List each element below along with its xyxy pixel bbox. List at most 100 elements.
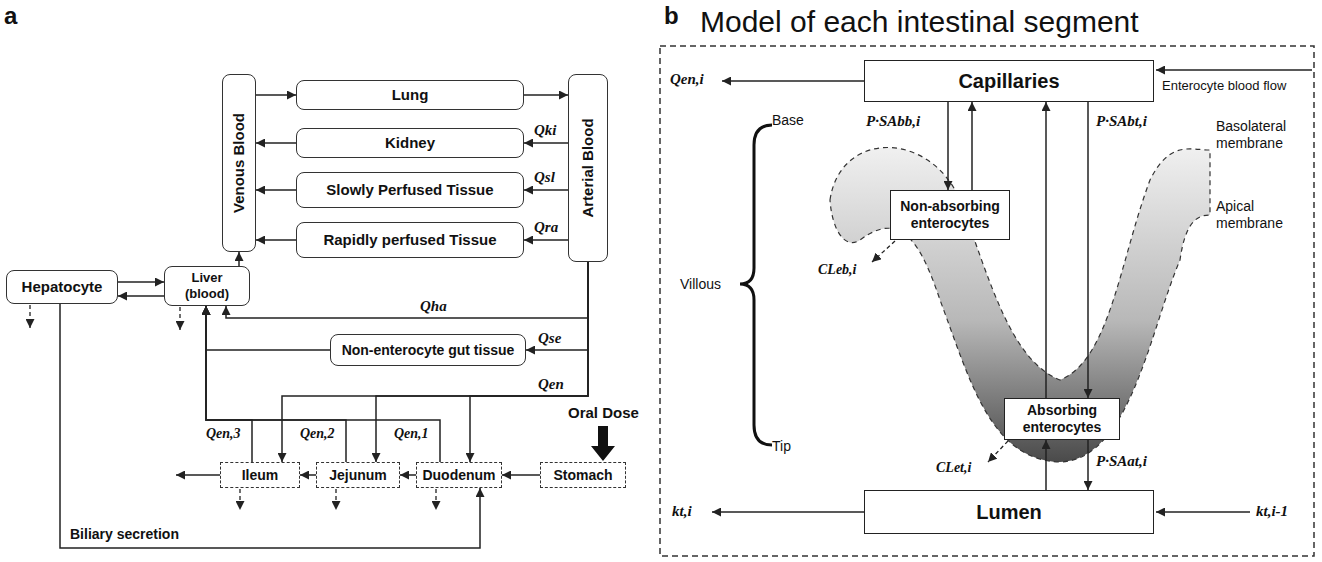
transit-label: kt,i-1 [1256, 502, 1288, 520]
flow-arrow [524, 239, 568, 241]
node-label: Hepatocyte [22, 278, 103, 296]
flow-arrow [524, 189, 568, 191]
organ-box: Lung [296, 80, 524, 110]
compartment-box: Lumen [864, 490, 1154, 534]
flow-arrow [256, 94, 296, 96]
flow-arrow [118, 295, 164, 297]
flow-arrow [300, 474, 316, 476]
elimination-arrow [29, 305, 30, 328]
flow-arrow [206, 306, 252, 462]
gut-segment: Stomach [540, 462, 626, 488]
flow-arrow [1045, 440, 1047, 490]
panel-letter: a [4, 2, 17, 31]
organ-box: Liver (blood) [164, 266, 250, 306]
node-label: Non-enterocyte gut tissue [342, 342, 515, 359]
flow-label: Qen [538, 375, 564, 393]
node-label: Kidney [385, 134, 435, 152]
region-label: Tip [772, 438, 791, 455]
node-label: Lumen [976, 500, 1042, 524]
flow-arrow [282, 262, 588, 462]
cell-box: Absorbing enterocytes [1004, 398, 1120, 440]
permeability-label: P·SAbb,i [866, 112, 920, 130]
flow-label: Qra [534, 218, 558, 236]
villous-brace [740, 125, 772, 445]
clearance-label: CLeb,i [818, 262, 857, 279]
flow-label: Qha [420, 297, 447, 315]
flow-arrow [206, 306, 330, 350]
transit-arrow [712, 511, 864, 513]
flow-arrow [1087, 102, 1089, 398]
region-label: Villous [680, 276, 721, 293]
permeability-label: P·SAat,i [1096, 452, 1147, 470]
node-label: Venous Blood [230, 113, 248, 213]
panel-frame [660, 46, 1314, 556]
node-label: Non-absorbing enterocytes [896, 198, 1004, 232]
flow-arrow [524, 94, 568, 96]
node-label: Ileum [242, 467, 279, 484]
elimination-arrow [435, 489, 436, 510]
node-label: Capillaries [958, 69, 1059, 93]
organ-box: Non-enterocyte gut tissue [330, 334, 526, 366]
flow-arrow [238, 252, 240, 266]
gut-segment: Duodenum [416, 462, 502, 488]
clearance-arrow [872, 241, 895, 262]
flow-arrow [947, 102, 949, 190]
cell-box: Non-absorbing enterocytes [890, 190, 1010, 240]
elimination-arrow [239, 489, 240, 510]
flow-arrow [256, 239, 296, 241]
clearance-label: CLet,i [936, 460, 971, 477]
clearance-arrow [988, 441, 1008, 462]
blood-compartment: Venous Blood [222, 74, 256, 252]
flow-arrow [256, 142, 296, 144]
gut-segment: Jejunum [316, 462, 400, 488]
flow-arrow [971, 102, 973, 190]
node-label: Arterial Blood [579, 118, 597, 217]
flow-label: Qen,1 [394, 426, 429, 443]
organ-box: Kidney [296, 128, 524, 158]
flow-arrow [1087, 440, 1089, 490]
node-label: Liver (blood) [170, 270, 244, 301]
organ-box: Hepatocyte [6, 270, 118, 304]
flow-arrow [226, 262, 588, 318]
flow-arrow [206, 306, 440, 462]
node-label: Rapidly perfused Tissue [323, 231, 496, 249]
node-label: Absorbing enterocytes [1010, 402, 1114, 436]
membrane-label: Basolateral membrane [1216, 118, 1316, 152]
flow-arrow [400, 474, 416, 476]
flow-label: Qsl [534, 168, 555, 186]
flow-label: Qen,3 [206, 426, 241, 443]
flow-arrow [526, 262, 588, 350]
flow-note: Enterocyte blood flow [1162, 78, 1286, 94]
node-label: Duodenum [422, 467, 495, 484]
elimination-arrow [335, 489, 336, 510]
node-label: Jejunum [329, 467, 387, 484]
transit-label: kt,i [672, 502, 692, 520]
node-label: Lung [392, 86, 429, 104]
organ-box: Slowly Perfused Tissue [296, 172, 524, 208]
flow-arrow [118, 281, 164, 283]
flow-arrow [524, 142, 568, 144]
flow-arrow [206, 306, 346, 462]
transit-arrow [1156, 511, 1250, 513]
gut-segment: Ileum [220, 462, 300, 488]
flow-arrow [256, 189, 296, 191]
inflow-arrow [1156, 69, 1312, 71]
flow-label: Qse [538, 329, 561, 347]
region-label: Base [772, 112, 804, 129]
panel-letter: b [664, 2, 679, 31]
elimination-arrow [179, 307, 180, 330]
flow-label: Qen,i [670, 70, 704, 88]
node-label: Stomach [553, 467, 612, 484]
compartment-box: Capillaries [864, 60, 1154, 102]
flow-arrow [1045, 102, 1047, 398]
outflow-arrow [722, 80, 864, 82]
dose-arrow [591, 426, 615, 461]
excretion-arrow [176, 474, 220, 476]
secretion-label: Biliary secretion [70, 526, 179, 543]
dose-label: Oral Dose [568, 404, 639, 422]
flow-arrow [502, 474, 540, 476]
membrane-label: Apical membrane [1216, 198, 1316, 232]
blood-compartment: Arterial Blood [568, 74, 608, 262]
flow-label: Qen,2 [300, 426, 335, 443]
